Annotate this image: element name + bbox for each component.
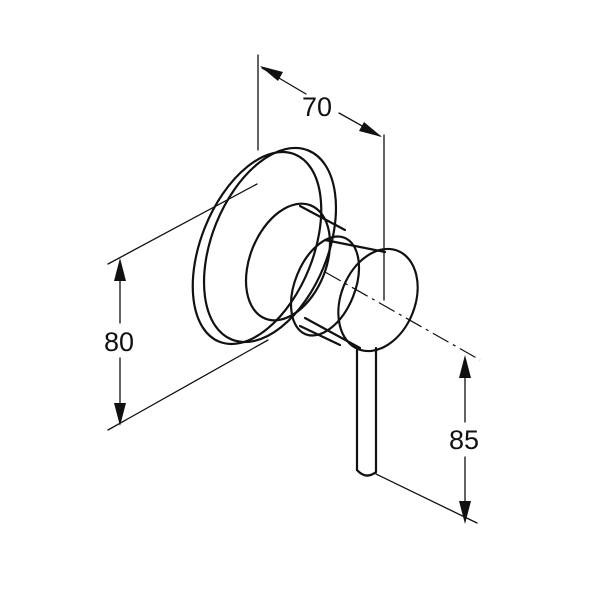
handle-cap: [289, 235, 419, 353]
height-dimension: 80: [104, 183, 269, 431]
lever-handle: [355, 346, 378, 477]
height-dimension-label: 80: [104, 327, 134, 357]
rosette-plate: [191, 146, 338, 346]
width-dimension-label: 70: [302, 92, 332, 122]
valve-body: [244, 202, 347, 347]
center-axis-line: [324, 271, 481, 361]
width-dimension: 70: [257, 54, 385, 301]
lever-dimension: 85: [375, 355, 479, 524]
lever-dimension-label: 85: [449, 425, 479, 455]
